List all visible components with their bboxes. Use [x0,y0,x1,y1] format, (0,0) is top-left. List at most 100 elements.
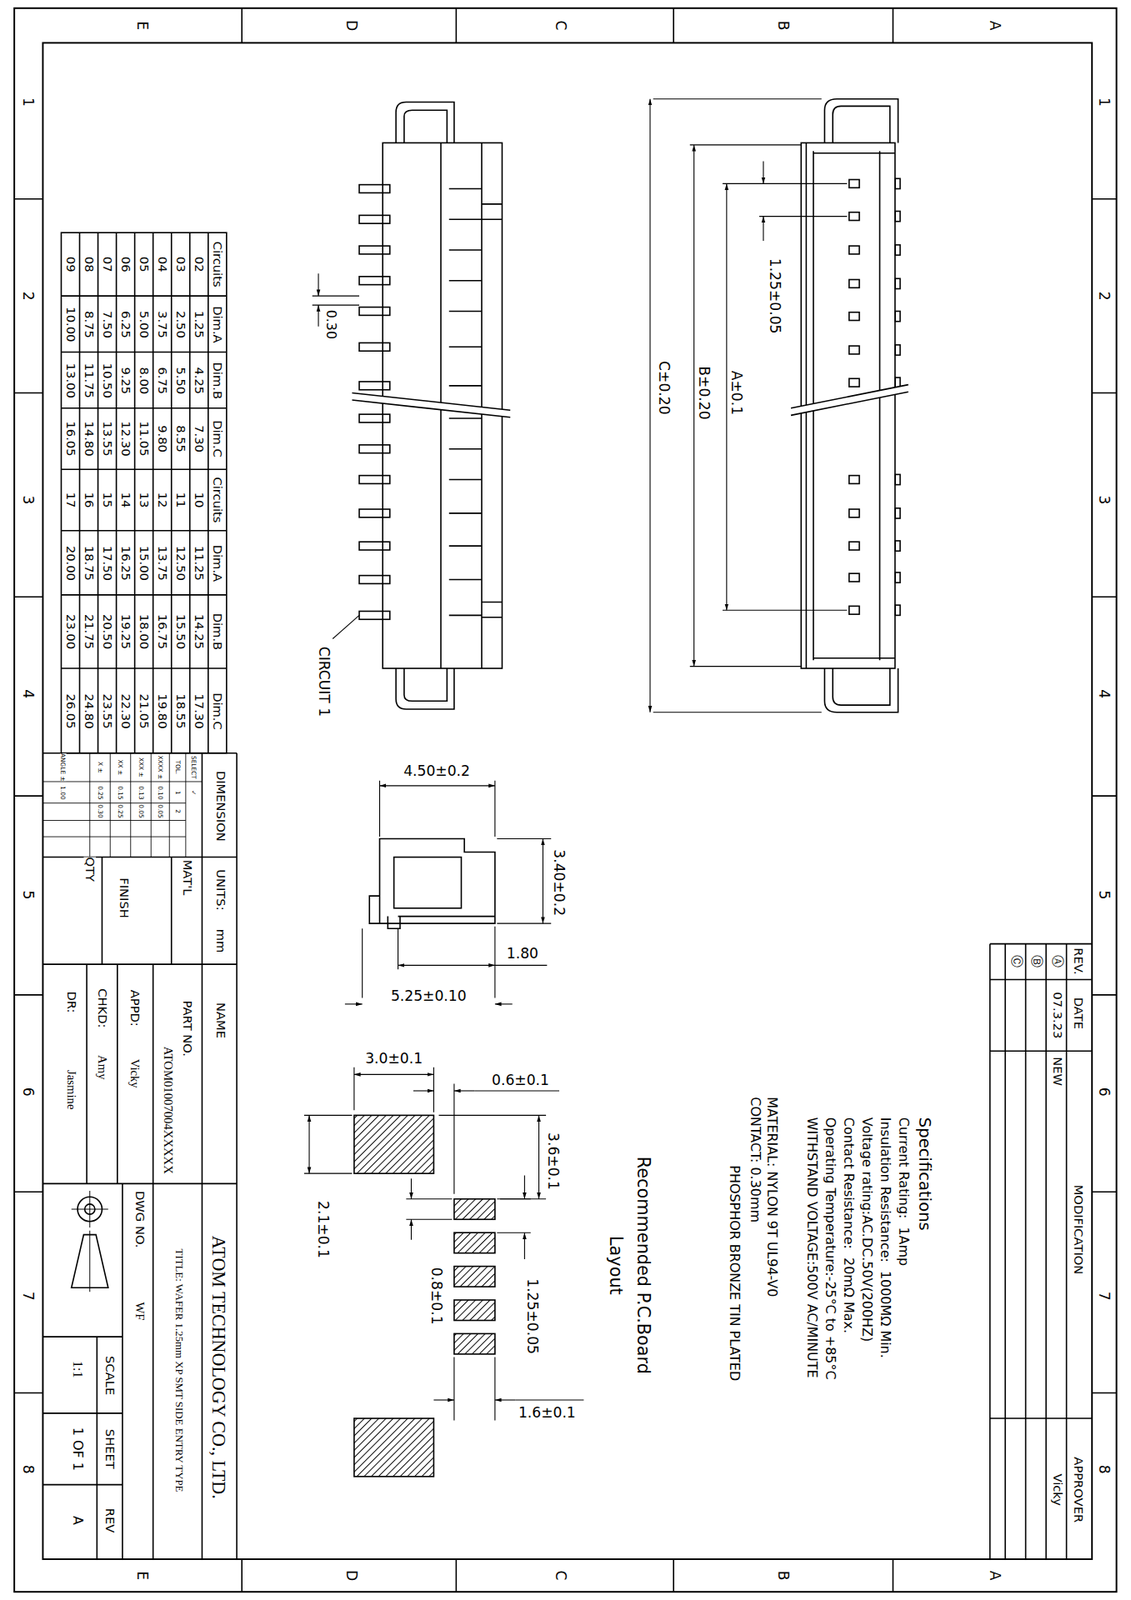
dimension-label: 3.40±0.2 [551,849,566,916]
table-header: Dim.A [210,305,224,343]
title-block-value: Jasmine [65,1070,78,1110]
dimension-label: 1.25±0.05 [525,1278,541,1355]
table-cell: 2.50 [174,310,187,338]
table-cell: 13.75 [155,545,169,581]
dimension-label: 0.8±0.1 [430,1267,445,1326]
tolerance-cell: 0.25 [96,785,103,800]
revision-header: DATE [1072,997,1086,1030]
table-cell: 14.80 [82,420,96,456]
dimension-label: 3.6±0.1 [545,1132,561,1191]
tolerance-cell: XXXX ± [157,755,164,780]
tolerance-cell: 1.00 [60,785,66,800]
material-note: PHOSPHOR BRONZE TIN PLATED [728,1165,742,1382]
table-cell: 17.50 [100,545,114,581]
table-cell: 16.05 [64,420,77,456]
table-cell: 13.00 [64,362,77,398]
tolerance-cell: 0.15 [117,785,124,800]
table-cell: 05 [137,256,151,273]
table-cell: 20.00 [64,545,77,581]
tolerance-cell: 0.13 [137,785,144,800]
table-cell: 15.50 [174,614,187,650]
tolerance-cell: TOL. [174,760,181,775]
dimension-label: 1.25±0.05 [768,258,783,335]
table-cell: 5.50 [174,366,187,395]
tolerance-cell: XXX ± [137,757,144,778]
dimension-label: 0.6±0.1 [491,1072,550,1087]
dimension-table [60,232,226,753]
table-cell: 7.30 [192,425,206,453]
zone-letter: A [987,1571,1002,1582]
title-block-label: NAME [214,1002,227,1039]
revision-header: MODIFICATION [1072,1185,1086,1276]
table-cell: 13 [137,492,151,509]
dimension-label: 0.30 [325,310,339,340]
table-cell: 15.00 [137,545,151,581]
table-cell: 8.75 [82,310,96,338]
table-cell: 26.05 [64,693,77,729]
table-cell: 24.80 [82,693,96,729]
table-cell: 21.05 [137,693,151,729]
tolerance-cell: 2 [174,809,181,814]
table-cell: 18.75 [82,545,96,581]
table-cell: 11.75 [82,362,96,398]
dimension-label: 3.0±0.1 [365,1050,423,1066]
title-block-label: SHEET [104,1429,117,1470]
table-cell: 12.50 [174,545,187,581]
title-block-label: MAT'L [181,860,195,896]
title-block-value: A [70,1516,85,1526]
dimension-lines [650,99,847,713]
dimension-label: 5.25±0.10 [390,989,467,1004]
drawing-frame [14,8,1116,1592]
table-cell: 20.50 [100,614,114,650]
revision-cell: Ⓒ [1010,955,1023,968]
table-header: Dim.B [210,361,224,399]
zone-number: 3 [21,495,36,506]
dimension-label: 2.1±0.1 [316,1201,331,1259]
company-name: ATOM TECHNOLOGY CO., LTD. [209,1236,228,1500]
title-block-label: DWG NO. [133,1191,146,1249]
drawing-title: TITLE: WAFER 1.25mm XP SMT SIDE ENTRY TY… [173,1249,185,1493]
table-header: Dim.C [210,420,224,458]
table-cell: 09 [64,256,77,273]
zone-number: 6 [21,1087,36,1097]
zone-letter: C [554,20,569,31]
table-cell: 23.55 [100,693,114,729]
table-header: Dim.B [210,613,224,651]
zone-letter: C [554,1571,569,1582]
table-cell: 17.30 [192,693,206,729]
table-cell: 18.00 [137,614,151,650]
table-cell: 10 [192,492,206,509]
title-block-value: WF [133,1301,146,1321]
title-block-label: DR: [65,990,78,1013]
layout-heading: Recommended P.C.Board [634,1156,652,1375]
table-cell: 02 [192,256,206,273]
zone-number: 2 [1096,291,1111,301]
zone-number: 7 [1096,1291,1111,1302]
zone-number: 5 [1096,890,1111,900]
tolerance-cell: ✓ [190,790,197,796]
table-cell: 17 [64,492,77,509]
dimension-label: A±0.1 [730,370,745,416]
table-cell: 23.00 [64,614,77,650]
table-cell: 5.00 [137,310,151,338]
table-header: Dim.A [210,544,224,581]
table-cell: 19.25 [119,614,132,650]
tolerance-cell: 0.05 [137,804,144,818]
title-block-label: APPD: [128,990,141,1027]
tolerance-cell: 0.30 [96,804,103,818]
table-cell: 04 [155,256,169,273]
material-note: MATERIAL: NYLON 9T UL94-V0 [765,1096,780,1297]
callout-label: CIRCUIT 1 [317,646,332,717]
title-block-label: SCALE [104,1356,117,1396]
revision-cell: Vicky [1050,1473,1064,1507]
connector-end-view [345,780,551,1005]
table-cell: 8.00 [137,366,151,395]
table-cell: 6.25 [119,310,132,338]
zone-number: 8 [1096,1465,1111,1475]
material-note: CONTACT: 0.30mm [748,1096,762,1223]
spec-line: Contact Resistance: 20mΩ Max. [842,1117,856,1334]
title-block-label: DIMENSION [214,770,227,842]
zone-number: 1 [1096,97,1111,107]
zone-letter: D [345,20,360,31]
